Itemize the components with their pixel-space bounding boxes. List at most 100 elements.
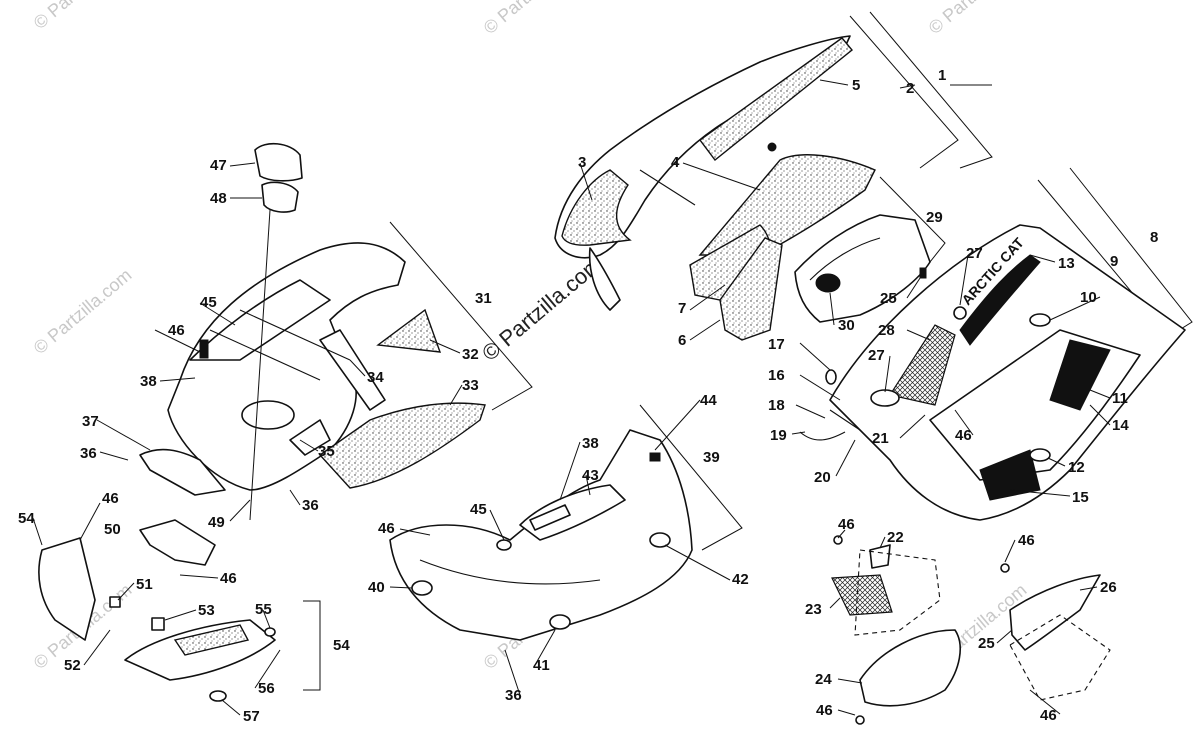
fastener-46h — [1000, 563, 1010, 573]
callout-label: 23 — [805, 601, 822, 618]
callout-label: 12 — [1068, 459, 1085, 476]
callout-label: 35 — [318, 443, 335, 460]
vent-27a — [953, 306, 967, 320]
vent-40 — [411, 580, 433, 596]
gasket-leader — [249, 209, 271, 521]
callout-label: 34 — [367, 369, 384, 386]
bottom-right-panels — [831, 535, 1111, 725]
callout-label: 11 — [1112, 390, 1128, 407]
callout-label: 33 — [462, 377, 479, 394]
console-top-39 — [189, 279, 331, 361]
callout-label: 27 — [966, 245, 983, 262]
callout-label: 15 — [1072, 489, 1089, 506]
callout-label: 42 — [732, 571, 749, 588]
bracket-35 — [289, 419, 331, 456]
callout-label: 30 — [838, 317, 855, 334]
hood-strip-5 — [699, 37, 853, 161]
callout-label: 38 — [140, 373, 157, 390]
fastener-55 — [264, 627, 276, 637]
callout-label: 27 — [868, 347, 885, 364]
hood-fastener — [767, 142, 777, 152]
callout-label: 46 — [168, 322, 185, 339]
callout-label: 48 — [210, 190, 227, 207]
clip-51 — [109, 596, 121, 608]
bracket-39 — [639, 404, 743, 551]
hood-lower — [588, 247, 621, 311]
trim-38b — [529, 504, 571, 531]
callout-label: 39 — [703, 449, 720, 466]
callout-label: 55 — [255, 601, 272, 618]
callout-label: 7 — [678, 300, 686, 317]
cup-holder — [241, 400, 295, 430]
side-panel-29 — [794, 214, 931, 323]
watermark-top-right: © Partzilla.com — [925, 0, 1031, 38]
callout-label: 45 — [470, 501, 487, 518]
plug-52 — [151, 617, 165, 631]
callout-label: 26 — [1100, 579, 1117, 596]
callout-label: 40 — [368, 579, 385, 596]
callout-label: 54 — [18, 510, 35, 527]
clip-25 — [919, 267, 927, 279]
stripe-14 — [1049, 339, 1111, 411]
vent-10 — [1029, 313, 1051, 327]
leader-lines — [32, 79, 1111, 716]
panel-53-insert — [173, 624, 250, 656]
console-line-1 — [209, 329, 321, 381]
callout-label: 13 — [1058, 255, 1075, 272]
callout-label: 46 — [220, 570, 237, 587]
callout-label: 29 — [926, 209, 943, 226]
callout-label: 1 — [938, 67, 946, 84]
gasket-48 — [261, 181, 299, 213]
hood-assembly — [554, 35, 876, 341]
callout-label: 28 — [878, 322, 895, 339]
callout-label: 54 — [333, 637, 350, 654]
screen-23 — [831, 574, 893, 616]
belly-line — [419, 559, 601, 585]
callout-label: 46 — [1018, 532, 1035, 549]
clip-44 — [649, 452, 661, 462]
vent-27b — [870, 389, 900, 407]
callout-label: 46 — [378, 520, 395, 537]
callout-label: 9 — [1110, 253, 1118, 270]
callout-label: 46 — [838, 516, 855, 533]
callout-label: 3 — [578, 154, 586, 171]
callout-label: 47 — [210, 157, 227, 174]
vent-41 — [549, 614, 571, 630]
callout-label: 18 — [768, 397, 785, 414]
callout-label: 51 — [136, 576, 153, 593]
bracket-31 — [389, 221, 533, 411]
panel-37 — [139, 448, 226, 496]
belly-pan — [389, 429, 693, 641]
bracket-29 — [879, 176, 946, 263]
callout-label: 46 — [102, 490, 119, 507]
callout-label: 6 — [678, 332, 686, 349]
bracket-22 — [869, 544, 891, 569]
bracket-2 — [849, 15, 959, 169]
nut-45b — [496, 539, 512, 551]
watermark-mid-left: © Partzilla.com — [30, 265, 136, 358]
callout-label: 2 — [906, 80, 914, 97]
dash-outline-2 — [1009, 614, 1111, 701]
panel-6 — [719, 237, 783, 341]
hood-panel-4 — [698, 154, 876, 256]
callout-label: 44 — [700, 392, 717, 409]
side-trim-group — [38, 519, 276, 702]
callout-label: 36 — [505, 687, 522, 704]
callout-label: 32 — [462, 346, 479, 363]
callout-label: 5 — [852, 77, 860, 94]
fastener-46g — [833, 535, 843, 545]
vent-42 — [649, 532, 671, 548]
watermark-top-left: © Partzilla.com — [30, 0, 136, 33]
fastener-57 — [209, 690, 227, 702]
callout-label: 19 — [770, 427, 787, 444]
callout-label: 25 — [880, 290, 897, 307]
callout-label: 4 — [671, 154, 680, 171]
callout-label: 36 — [302, 497, 319, 514]
callout-label: 14 — [1112, 417, 1129, 434]
hood-panel-3 — [561, 169, 632, 246]
watermark-top-center: © Partzilla.com — [480, 0, 586, 38]
panel-29 — [794, 214, 931, 323]
callout-label: 16 — [768, 367, 785, 384]
console-line-2 — [239, 309, 351, 361]
